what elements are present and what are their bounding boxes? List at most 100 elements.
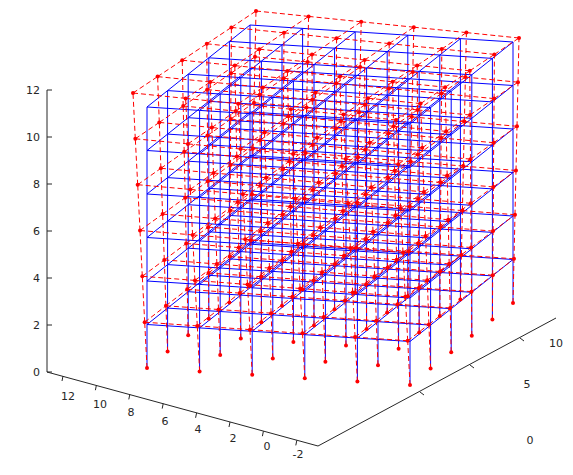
node-marker	[468, 157, 472, 161]
node-marker	[491, 229, 495, 233]
node-marker	[363, 58, 367, 62]
node-marker	[406, 339, 410, 343]
node-marker	[236, 200, 240, 204]
node-marker	[492, 141, 496, 145]
node-marker	[285, 69, 289, 73]
node-marker	[313, 91, 317, 95]
node-marker	[410, 115, 414, 119]
node-marker	[358, 65, 362, 69]
node-marker	[385, 311, 389, 315]
y-axis-tick	[520, 338, 524, 341]
z-axis-tick	[47, 184, 52, 185]
node-marker	[234, 109, 238, 113]
node-marker	[401, 251, 405, 255]
tick-label: -2	[293, 449, 304, 460]
node-marker	[250, 373, 254, 377]
tick-label: 0	[33, 367, 40, 378]
node-marker	[449, 350, 453, 354]
node-marker	[438, 314, 442, 318]
node-marker	[407, 249, 411, 253]
node-marker	[207, 317, 211, 321]
node-marker	[408, 205, 412, 209]
node-marker	[212, 171, 216, 175]
y-axis-tick	[420, 392, 424, 395]
node-marker	[312, 324, 316, 328]
node-marker	[228, 163, 232, 167]
node-marker	[184, 242, 188, 246]
node-marker	[310, 53, 314, 57]
node-marker	[420, 146, 424, 150]
node-marker	[422, 190, 426, 194]
x-axis-tick	[162, 404, 163, 409]
node-marker	[417, 241, 421, 245]
node-marker	[514, 169, 518, 173]
node-marker	[339, 119, 343, 123]
node-marker	[228, 209, 232, 213]
z-axis-tick	[47, 372, 52, 373]
node-marker	[183, 196, 187, 200]
node-marker	[317, 180, 321, 184]
x-axis-tick	[229, 422, 230, 427]
node-marker	[366, 96, 370, 100]
node-marker	[516, 80, 520, 84]
node-markers	[131, 9, 521, 387]
node-marker	[288, 205, 292, 209]
node-marker	[439, 92, 443, 96]
node-marker	[515, 124, 519, 128]
node-marker	[386, 266, 390, 270]
node-marker	[259, 275, 263, 279]
node-marker	[184, 96, 188, 100]
x-axis-tick	[296, 440, 297, 445]
node-marker	[166, 350, 170, 354]
x-axis-tick	[129, 394, 130, 399]
node-marker	[416, 108, 420, 112]
node-marker	[305, 105, 309, 109]
node-marker	[439, 136, 443, 140]
node-marker	[304, 151, 308, 155]
node-marker	[310, 98, 314, 102]
node-marker	[229, 25, 233, 29]
node-marker	[412, 25, 416, 29]
node-marker	[206, 271, 210, 275]
node-marker	[354, 246, 358, 250]
node-marker	[403, 295, 407, 299]
node-marker	[439, 181, 443, 185]
x-axis-tick	[95, 385, 96, 390]
node-marker	[387, 131, 391, 135]
node-marker	[236, 102, 240, 106]
node-marker	[193, 278, 197, 282]
node-marker	[302, 242, 306, 246]
node-marker	[334, 172, 338, 176]
node-marker	[264, 176, 268, 180]
node-marker	[143, 320, 147, 324]
node-marker	[468, 69, 472, 73]
node-marker	[371, 230, 375, 234]
node-marker	[162, 258, 166, 262]
node-marker	[289, 107, 293, 111]
node-marker	[206, 179, 210, 183]
node-marker	[280, 258, 284, 262]
node-marker	[303, 196, 307, 200]
node-marker	[253, 55, 257, 59]
node-marker	[341, 113, 345, 117]
node-marker	[348, 246, 352, 250]
node-marker	[492, 52, 496, 56]
node-marker	[289, 250, 293, 254]
node-marker	[280, 304, 284, 308]
node-marker	[340, 164, 344, 168]
node-marker	[290, 295, 294, 299]
node-marker	[458, 298, 462, 302]
node-marker	[159, 166, 163, 170]
tick-label: 6	[162, 416, 169, 427]
node-marker	[180, 58, 184, 62]
node-marker	[417, 330, 421, 334]
node-marker	[417, 286, 421, 290]
node-marker	[205, 133, 209, 137]
node-marker	[161, 212, 165, 216]
tick-label: 4	[195, 424, 202, 435]
tick-label: 0	[264, 441, 271, 452]
node-marker	[145, 366, 149, 370]
node-marker	[334, 81, 338, 85]
node-marker	[364, 237, 368, 241]
